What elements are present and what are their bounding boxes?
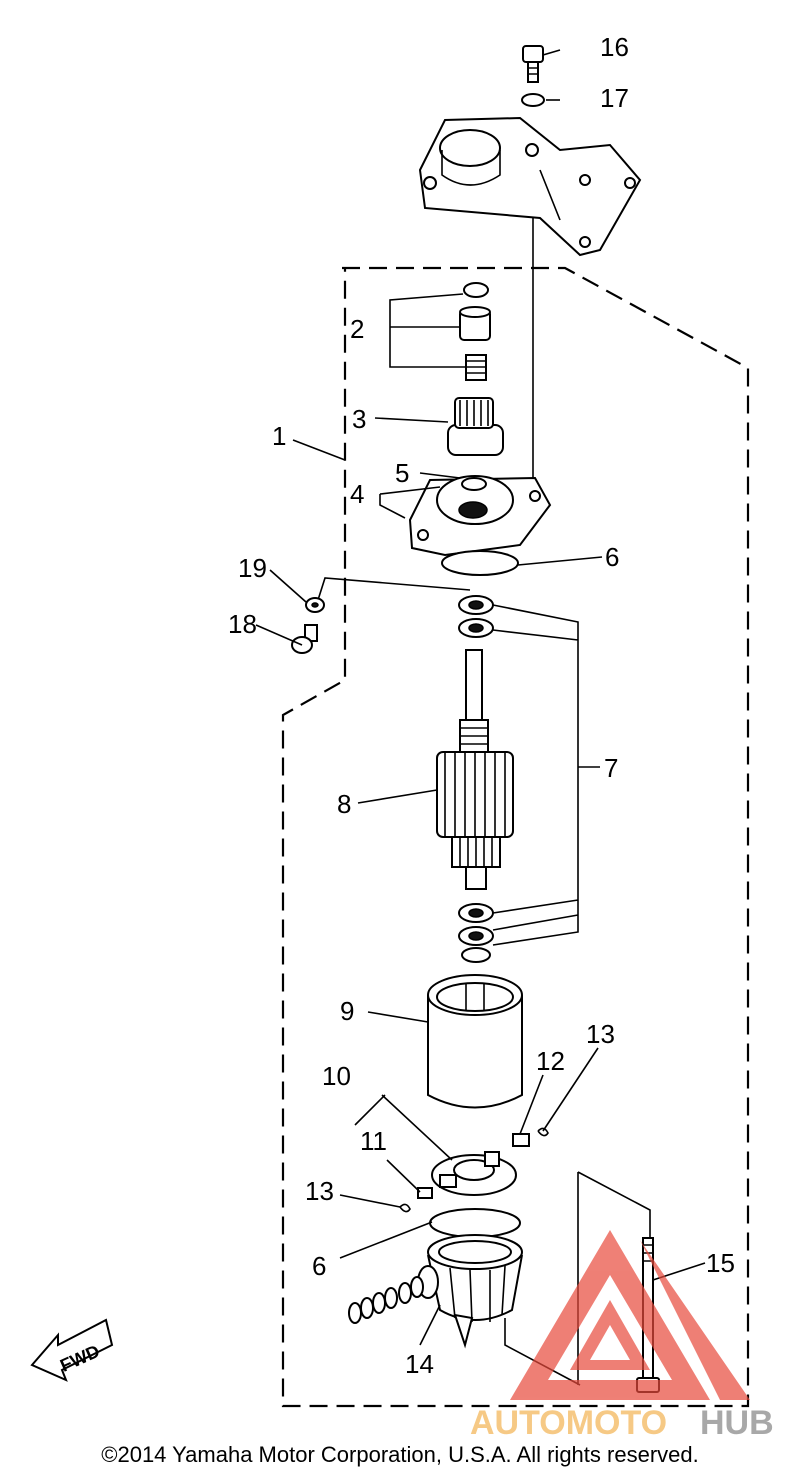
callout-6-lower: 6 <box>312 1251 326 1281</box>
callout-13-right: 13 <box>586 1019 615 1049</box>
watermark-logo <box>510 1230 750 1400</box>
armature-8 <box>436 649 514 890</box>
leader-lines <box>255 49 706 1346</box>
callout-7: 7 <box>604 753 618 783</box>
callout-9: 9 <box>340 996 354 1026</box>
callout-5: 5 <box>395 458 409 488</box>
callout-2: 2 <box>350 314 364 344</box>
brush-12 <box>512 1133 530 1147</box>
pinion-gear-3 <box>447 397 504 456</box>
spring-13-right <box>537 1127 549 1137</box>
callout-8: 8 <box>337 789 351 819</box>
brush-11 <box>417 1187 433 1199</box>
callout-15: 15 <box>706 1248 735 1278</box>
callout-10: 10 <box>322 1061 351 1091</box>
spring-13-left <box>399 1203 411 1213</box>
callout-14: 14 <box>405 1349 434 1379</box>
bolt-18 <box>291 624 318 654</box>
callout-18: 18 <box>228 609 257 639</box>
bushing-5 <box>461 477 487 491</box>
brush-holder-10 <box>431 1151 517 1196</box>
o-ring-6-lower <box>429 1208 521 1238</box>
watermark-text-part2: HUB <box>700 1404 774 1442</box>
springs-14 <box>348 1276 424 1324</box>
watermark-triangle-icon <box>510 1230 710 1400</box>
assembly-boundary <box>281 266 750 1408</box>
callout-3: 3 <box>352 404 366 434</box>
washers-7-lower <box>458 903 494 963</box>
nut-19 <box>305 597 325 613</box>
front-cover-4 <box>408 475 552 557</box>
bolt-16 <box>522 45 544 83</box>
copyright-notice: ©2014 Yamaha Motor Corporation, U.S.A. A… <box>101 1442 699 1467</box>
callout-19: 19 <box>238 553 267 583</box>
watermark-text-part1: AUTOMOTO <box>470 1404 667 1442</box>
washers-7-upper <box>458 595 494 638</box>
callout-12: 12 <box>536 1046 565 1076</box>
callout-13-left: 13 <box>305 1176 334 1206</box>
yoke-9 <box>427 974 523 1109</box>
washer-17 <box>521 93 545 107</box>
callout-17: 17 <box>600 83 629 113</box>
fwd-arrow-icon: FWD <box>30 1318 114 1382</box>
callout-4: 4 <box>350 479 364 509</box>
callout-6-upper: 6 <box>605 542 619 572</box>
callout-1: 1 <box>272 421 286 451</box>
part-2-set <box>459 282 491 381</box>
callout-16: 16 <box>600 32 629 62</box>
o-ring-6-upper <box>441 550 519 576</box>
callout-11: 11 <box>360 1126 387 1156</box>
rear-cover-14 <box>417 1234 523 1349</box>
mounting-bracket <box>418 116 642 257</box>
